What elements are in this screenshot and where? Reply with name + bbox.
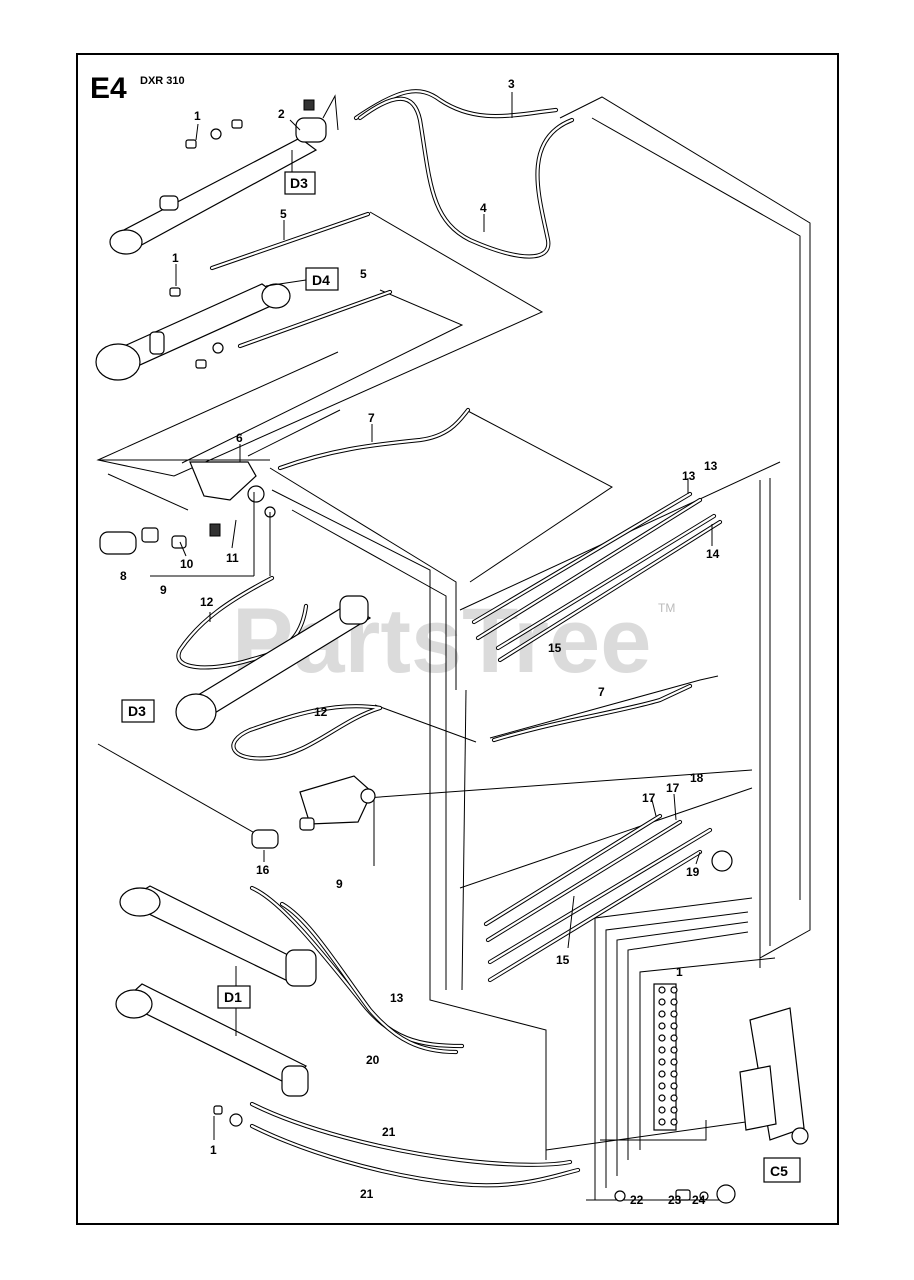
- bracket-6: [99, 461, 276, 555]
- ref-box-d3-top: D3: [284, 171, 316, 195]
- part-label-13-a: 13: [682, 469, 696, 483]
- ref-box-d3-left: D3: [121, 699, 155, 723]
- part-label-24: 24: [692, 1193, 706, 1207]
- part-label-11: 11: [226, 551, 239, 565]
- part-label-9-b: 9: [336, 877, 343, 891]
- part-label-15-a: 15: [548, 641, 562, 655]
- ref-box-d1: D1: [217, 985, 251, 1009]
- part-label-8: 8: [120, 569, 127, 583]
- part-label-5-b: 5: [360, 267, 367, 281]
- part-label-13-c: 13: [390, 991, 404, 1005]
- part-label-12-b: 12: [314, 705, 328, 719]
- part-label-21-a: 21: [382, 1125, 396, 1139]
- valve-block-9: [251, 775, 376, 849]
- part-label-1-top: 1: [194, 109, 201, 123]
- page-frame: [76, 53, 839, 1225]
- cylinder-d1-lower: [115, 983, 309, 1097]
- part-label-1-b: 1: [172, 251, 179, 265]
- part-label-7-top: 7: [368, 411, 375, 425]
- part-label-19: 19: [686, 865, 700, 879]
- part-label-12-a: 12: [200, 595, 214, 609]
- cylinder-d1-upper: [119, 885, 317, 987]
- misc-fittings: [169, 119, 709, 1202]
- svg-text:D3: D3: [128, 703, 146, 719]
- cylinder-d3-top: [109, 99, 327, 255]
- part-label-21-b: 21: [360, 1187, 374, 1201]
- part-label-17-b: 17: [666, 781, 680, 795]
- part-label-3: 3: [508, 77, 515, 91]
- part-label-1-valve: 1: [676, 965, 683, 979]
- part-label-7-mid: 7: [598, 685, 605, 699]
- ref-box-c5: C5: [763, 1157, 801, 1183]
- ref-box-d4: D4: [305, 267, 339, 291]
- part-label-16: 16: [256, 863, 270, 877]
- part-label-15-b: 15: [556, 953, 570, 967]
- part-label-13-b: 13: [704, 459, 718, 473]
- part-label-6: 6: [236, 431, 243, 445]
- part-label-20: 20: [366, 1053, 380, 1067]
- svg-text:D4: D4: [312, 272, 330, 288]
- part-label-4: 4: [480, 201, 487, 215]
- part-label-23: 23: [668, 1193, 682, 1207]
- part-label-22: 22: [630, 1193, 644, 1207]
- hose-group: [176, 89, 723, 1188]
- watermark-tm: TM: [658, 601, 675, 615]
- control-valve-c5: [711, 850, 809, 1204]
- fittings-column: [653, 983, 678, 1131]
- part-label-10: 10: [180, 557, 194, 571]
- part-label-5-a: 5: [280, 207, 287, 221]
- cylinder-d4: [95, 283, 291, 381]
- svg-text:D3: D3: [290, 175, 308, 191]
- part-label-1-bottom: 1: [210, 1143, 217, 1157]
- cylinder-d3-left: [175, 595, 372, 731]
- part-label-9-a: 9: [160, 583, 167, 597]
- part-label-14: 14: [706, 547, 720, 561]
- svg-text:C5: C5: [770, 1163, 788, 1179]
- svg-text:D1: D1: [224, 989, 242, 1005]
- section-code: E4: [90, 72, 127, 105]
- part-label-18: 18: [690, 771, 704, 785]
- model-code: DXR 310: [140, 75, 185, 87]
- part-label-2: 2: [278, 107, 285, 121]
- part-label-17-a: 17: [642, 791, 656, 805]
- part-labels: 1 2 3 4 5 5 1 6 7 8 9 10 11 12 12 13 13 …: [120, 77, 720, 1207]
